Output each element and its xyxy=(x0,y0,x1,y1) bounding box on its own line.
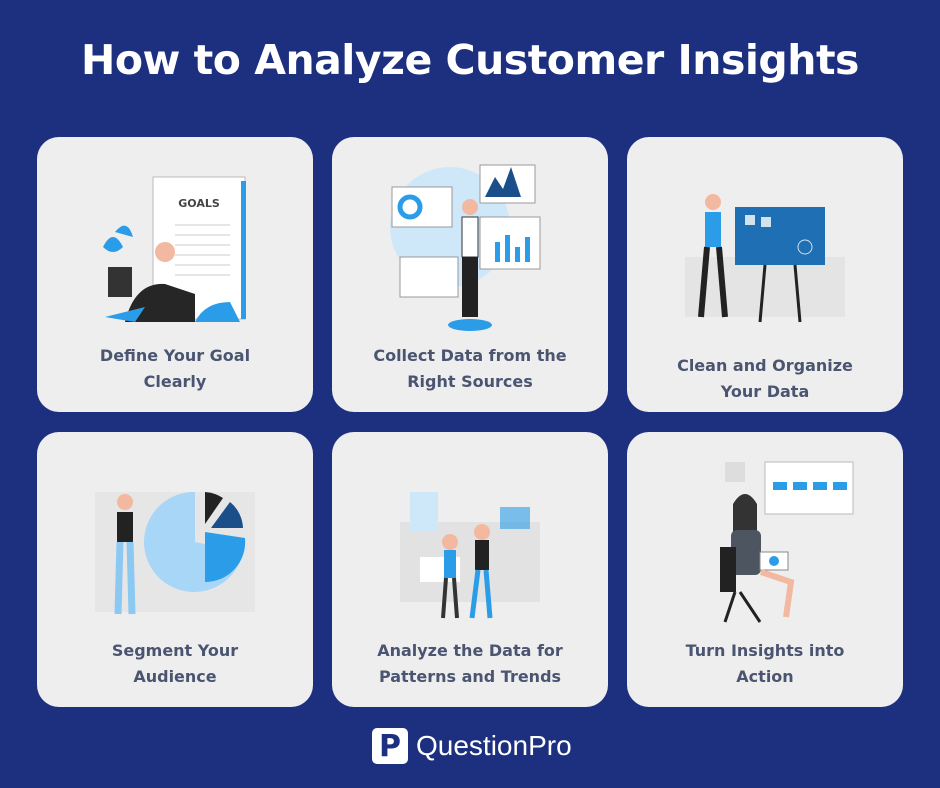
svg-text:GOALS: GOALS xyxy=(178,197,220,210)
goals-notepad-illustration: GOALS xyxy=(103,176,246,322)
logo-text: QuestionPro xyxy=(416,730,572,761)
pie-chart-illustration xyxy=(95,491,255,615)
logo-mark: P xyxy=(372,728,408,764)
board-presentation-illustration xyxy=(685,194,845,323)
data-dashboard-illustration xyxy=(390,164,541,331)
insights-action-illustration xyxy=(720,461,854,623)
data-analysis-illustration xyxy=(400,492,540,619)
questionpro-logo: P QuestionPro xyxy=(372,728,572,764)
page-title: How to Analyze Customer Insights xyxy=(81,36,859,84)
